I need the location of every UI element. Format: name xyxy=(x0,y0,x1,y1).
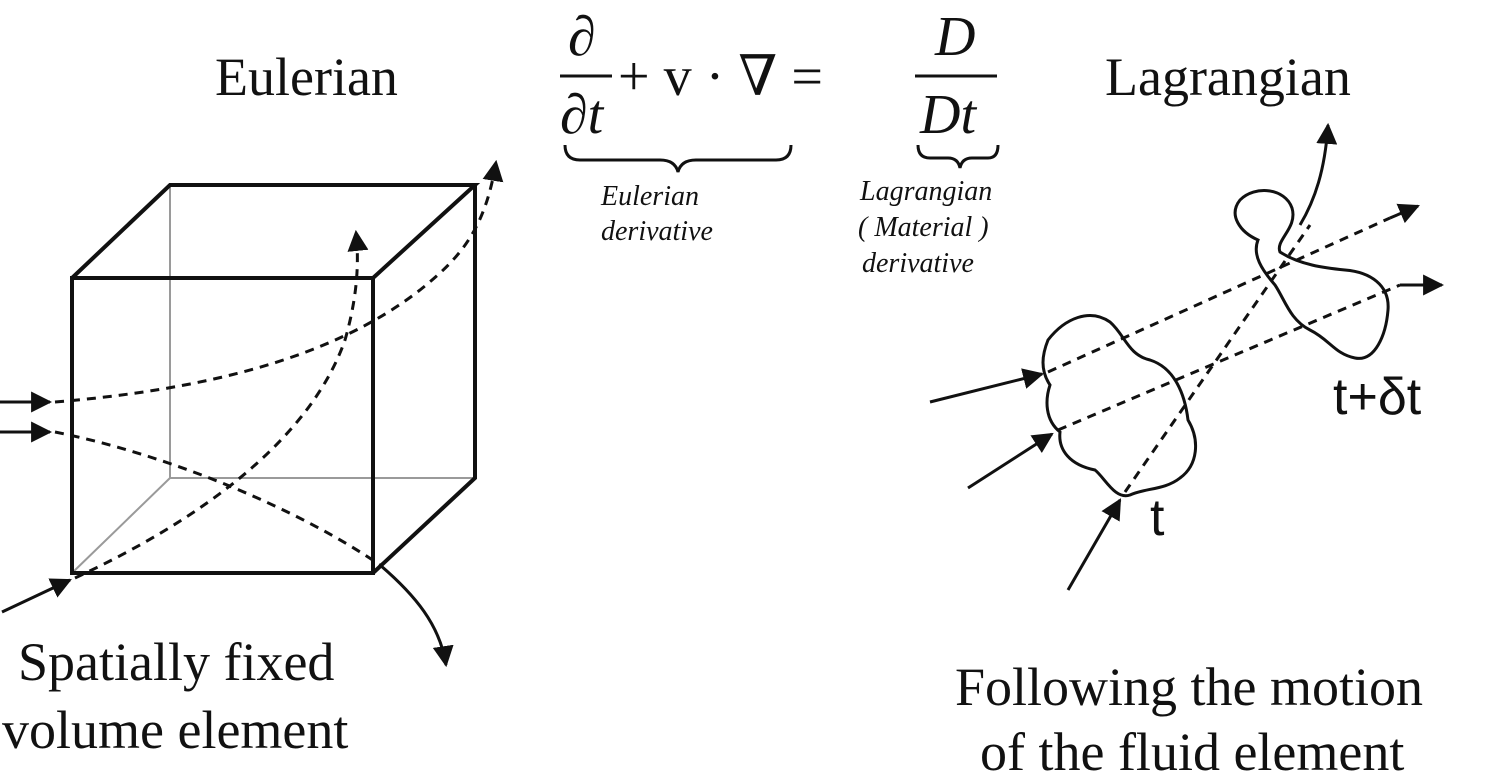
advection-term: + v · ∇ = xyxy=(618,46,823,108)
left-caption-line1: Spatially fixed xyxy=(18,632,334,692)
outflow-curve-lower xyxy=(379,563,454,668)
eulerian-derivative-label-line1: Eulerian xyxy=(600,181,699,212)
left-caption-line2: volume element xyxy=(2,700,348,760)
fluid-element-at-t-plus-dt xyxy=(1233,189,1390,360)
pathline-3 xyxy=(1123,224,1312,493)
fixed-volume-cube xyxy=(70,183,481,575)
right-caption-line1: Following the motion xyxy=(955,657,1423,717)
D-numerator: D xyxy=(934,6,975,68)
eulerian-derivative-label-line2: derivative xyxy=(601,216,713,247)
pathline-2 xyxy=(1057,283,1401,432)
fluid-element-at-t xyxy=(1041,314,1198,498)
inflow-arrow-diagonal xyxy=(1,578,72,614)
streamline-diagonal xyxy=(74,229,369,580)
material-derivative-equation: ∂ ∂t + v · ∇ = D Dt Eulerian derivative … xyxy=(560,6,1000,279)
partial-t-denominator: ∂t xyxy=(560,84,605,146)
streamline-upper xyxy=(54,159,504,404)
lagrangian-derivative-label-line3: derivative xyxy=(862,248,974,279)
eulerian-heading: Eulerian xyxy=(215,47,398,107)
cube-top-face xyxy=(70,183,481,280)
inflow-arrow-2 xyxy=(967,432,1054,490)
partial-numerator: ∂ xyxy=(568,6,596,68)
lagrangian-underbrace xyxy=(916,144,1000,169)
time-label-t-plus-dt: t+δt xyxy=(1333,368,1422,426)
streamline-lower xyxy=(54,430,381,567)
lagrangian-fluid-element xyxy=(929,122,1445,591)
outflow-arrow-1 xyxy=(1389,203,1420,224)
inflow-arrow-3 xyxy=(1066,498,1122,591)
eulerian-streamlines xyxy=(0,159,504,668)
lagrangian-arrows xyxy=(929,122,1445,591)
pathline-1 xyxy=(1047,216,1391,374)
outflow-arrow-3 xyxy=(1298,122,1338,226)
eulerian-underbrace xyxy=(563,144,793,173)
time-label-t: t xyxy=(1150,489,1165,547)
cube-hidden-edge-depth xyxy=(71,477,171,574)
lagrangian-pathlines xyxy=(1047,216,1401,493)
inflow-arrow-1 xyxy=(929,368,1045,404)
right-caption-line2: of the fluid element xyxy=(980,722,1404,778)
lagrangian-heading: Lagrangian xyxy=(1105,47,1351,107)
cube-right-face xyxy=(371,185,477,575)
lagrangian-derivative-label-line2: ( Material ) xyxy=(858,212,989,243)
Dt-denominator: Dt xyxy=(919,84,977,146)
lagrangian-derivative-label-line1: Lagrangian xyxy=(859,176,992,207)
